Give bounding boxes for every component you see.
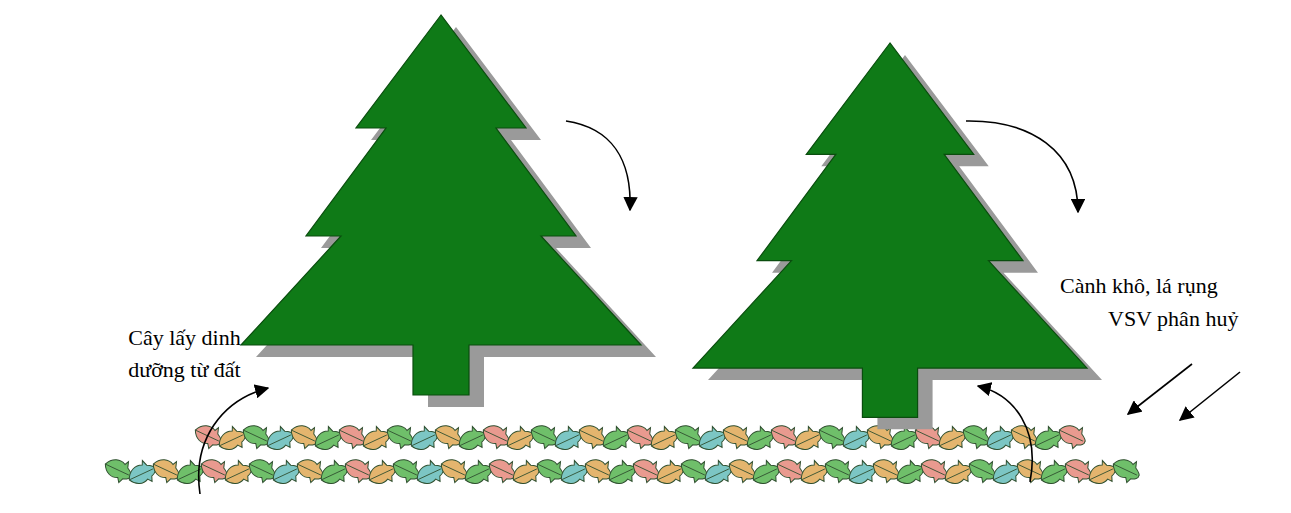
leaf: [556, 457, 591, 490]
curved-arrow: [199, 388, 268, 494]
process-arrows: [199, 121, 1240, 494]
leaf: [982, 423, 1017, 456]
leaf-row: [101, 453, 1144, 490]
leaf: [124, 457, 159, 490]
leaf: [742, 423, 777, 456]
leaf: [172, 457, 207, 490]
leaf: [790, 423, 825, 456]
leaf: [940, 457, 975, 490]
curved-arrow: [966, 121, 1078, 212]
leaf: [220, 457, 255, 490]
curved-arrow: [978, 386, 1032, 482]
leaf: [1084, 457, 1119, 490]
leaf: [1109, 453, 1144, 486]
pine-tree: [693, 43, 1087, 417]
leaf: [934, 423, 969, 456]
leaf: [502, 423, 537, 456]
leaf: [838, 423, 873, 456]
straight-arrow: [1128, 364, 1192, 414]
leaf: [412, 457, 447, 490]
leaf: [508, 457, 543, 490]
leaf-litter: [101, 419, 1144, 490]
leaf: [460, 457, 495, 490]
pine-tree: [241, 15, 641, 395]
leaf: [1030, 423, 1065, 456]
leaf: [310, 423, 345, 456]
leaf: [646, 423, 681, 456]
leaf: [406, 423, 441, 456]
leaf: [262, 423, 297, 456]
annotation-label: Cây lấy dinh dưỡng từ đất: [112, 322, 257, 386]
leaf: [892, 457, 927, 490]
curved-arrow: [566, 121, 630, 210]
leaf: [454, 423, 489, 456]
leaf: [604, 457, 639, 490]
leaf: [796, 457, 831, 490]
leaf: [700, 457, 735, 490]
leaf: [694, 423, 729, 456]
leaf: [1055, 419, 1090, 452]
leaf: [652, 457, 687, 490]
leaf: [550, 423, 585, 456]
straight-arrow: [1180, 372, 1240, 420]
leaf-row: [191, 419, 1090, 456]
leaf: [214, 423, 249, 456]
leaf: [358, 423, 393, 456]
leaf: [1036, 457, 1071, 490]
annotation-label: VSV phân huỷ: [1108, 303, 1288, 335]
leaf: [988, 457, 1023, 490]
leaf: [598, 423, 633, 456]
leaf: [268, 457, 303, 490]
leaf: [844, 457, 879, 490]
leaf: [748, 457, 783, 490]
trees: [241, 15, 1102, 429]
annotation-label: Cành khô, lá rụng: [1060, 270, 1290, 302]
leaf: [364, 457, 399, 490]
leaf: [316, 457, 351, 490]
